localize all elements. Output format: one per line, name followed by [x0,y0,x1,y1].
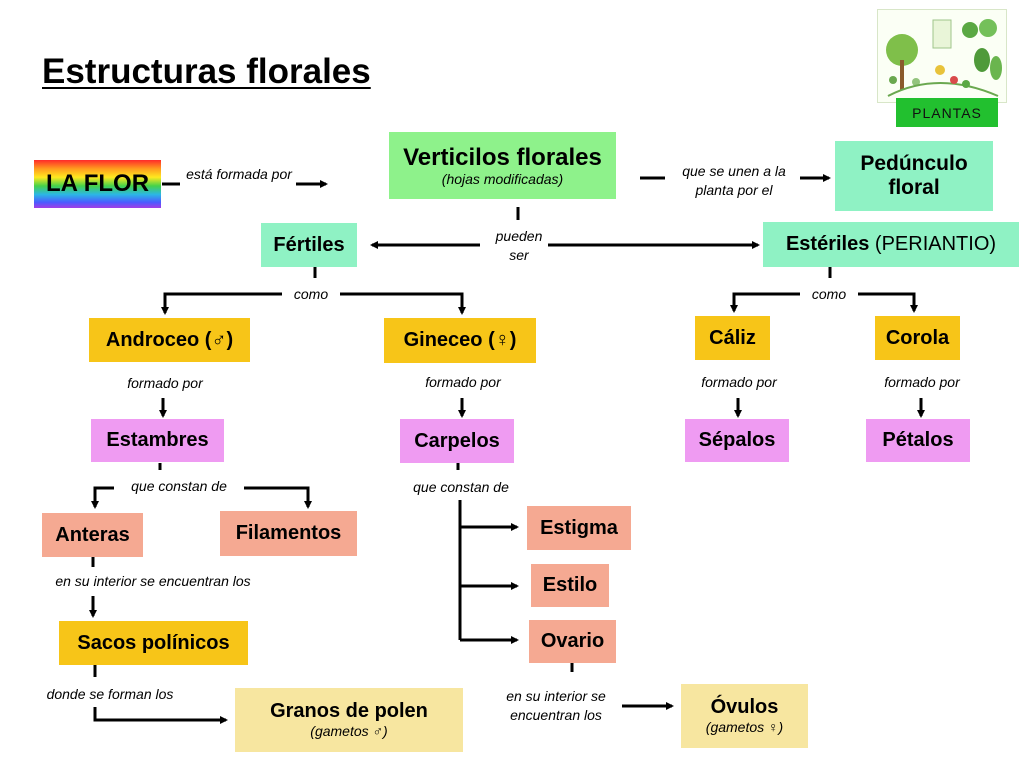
androceo-label: Androceo (♂) [105,328,234,351]
connector-formado-por-androceo: formado por [127,375,203,391]
connector-esta-formada-por: está formada por [186,166,292,182]
connector-como-esteriles: como [811,286,847,302]
estigma-label: Estigma [540,516,618,539]
gineceo-label: Gineceo (♀) [403,329,517,351]
gineceo-node: Gineceo (♀) [384,318,536,363]
connector-como-fertiles: como [293,286,329,302]
fertiles-label: Fértiles [273,233,345,256]
petalos-node: Pétalos [866,419,970,462]
estilo-node: Estilo [531,564,609,607]
plant-illustration-icon [886,19,1002,97]
granos-sub: (gametos ♂) [310,723,388,740]
petalos-label: Pétalos [882,429,954,451]
filamentos-node: Filamentos [220,511,357,556]
ovulos-node: Óvulos (gametos ♀) [681,684,808,748]
ovario-label: Ovario [540,630,605,652]
verticilos-sub: (hojas modificadas) [441,171,564,188]
sacos-polinicos-node: Sacos polínicos [59,621,248,665]
filamentos-label: Filamentos [235,522,342,544]
carpelos-node: Carpelos [400,419,514,463]
connector-que-constan-de-estambres: que constan de [131,478,227,494]
corola-node: Corola [875,316,960,360]
estambres-label: Estambres [106,429,209,451]
la-flor-node: LA FLOR [34,160,161,208]
esteriles-suffix: (PERIANTIO) [869,233,997,255]
connector-donde-se-forman: donde se forman los [46,686,174,702]
la-flor-label: LA FLOR [45,170,150,198]
connector-formado-por-caliz: formado por [701,374,777,390]
anteras-node: Anteras [42,513,143,557]
connector-que-constan-de-carpelos: que constan de [413,479,509,495]
page-title: Estructuras florales [42,52,371,91]
androceo-node: Androceo (♂) [89,318,250,362]
ovulos-sub: (gametos ♀) [705,719,784,736]
granos-label: Granos de polen [270,700,428,723]
caliz-label: Cáliz [709,326,756,349]
granos-de-polen-node: Granos de polen (gametos ♂) [235,688,463,752]
connector-pueden-ser: pueden ser [495,228,543,263]
esteriles-label: Estériles [785,233,870,255]
esteriles-node: Estériles (PERIANTIO) [763,222,1019,267]
sepalos-label: Sépalos [698,429,776,451]
estambres-node: Estambres [91,419,224,462]
plantas-label: PLANTAS [896,98,998,127]
fertiles-node: Fértiles [261,223,357,267]
connector-que-se-unen: que se unen a la planta por el [682,163,786,198]
pedunculo-label: Pedúnculo floral [860,151,968,199]
verticilos-label: Verticilos florales [403,143,602,171]
caliz-node: Cáliz [695,316,770,360]
carpelos-label: Carpelos [414,429,500,452]
sacos-polinicos-label: Sacos polínicos [77,631,230,654]
estilo-label: Estilo [542,574,598,596]
pedunculo-node: Pedúnculo floral [835,141,993,211]
verticilos-node: Verticilos florales (hojas modificadas) [389,132,616,199]
connector-formado-por-corola: formado por [884,374,960,390]
ovulos-label: Óvulos [710,696,779,719]
sepalos-node: Sépalos [685,419,789,462]
anteras-label: Anteras [55,523,130,546]
plantas-thumbnail [877,9,1007,103]
connector-en-su-interior-ovario: en su interior se encuentran los [506,688,606,723]
estigma-node: Estigma [527,506,631,550]
corola-label: Corola [885,326,950,349]
ovario-node: Ovario [529,620,616,663]
connector-formado-por-gineceo: formado por [425,374,501,390]
connector-en-su-interior-anteras: en su interior se encuentran los [55,573,251,589]
